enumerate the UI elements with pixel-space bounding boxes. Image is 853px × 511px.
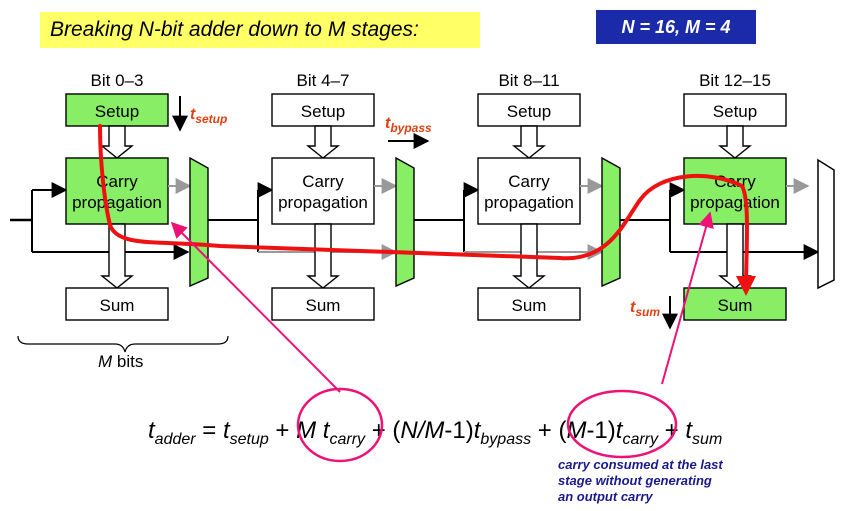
stage-2-bits-label: Bit 8–11 xyxy=(498,71,559,90)
stage-3-setup-label: Setup xyxy=(713,102,757,121)
note-line-3: an output carry xyxy=(558,489,653,504)
stage-0-mux xyxy=(189,156,209,288)
stage-0-setup-label: Setup xyxy=(95,102,139,121)
stage-2-carry-label-2: propagation xyxy=(484,193,574,212)
stage-1-setup-label: Setup xyxy=(301,102,345,121)
adder-equation: tadder = tsetup + M tcarry + (N/M-1)tbyp… xyxy=(148,417,722,448)
stage-2-carry-box xyxy=(477,157,581,225)
stage-2-sum-box xyxy=(477,287,581,321)
stage-1-sum-label: Sum xyxy=(306,296,341,315)
stage-2-setup-arrow xyxy=(512,125,546,159)
m-bits-brace xyxy=(17,335,229,353)
stage-0-carry-box xyxy=(65,157,169,225)
ellipse-m1-tcarry xyxy=(566,389,678,459)
m-bits-label: M bits xyxy=(98,352,143,371)
ellipse-m-tcarry xyxy=(296,387,384,463)
stage-0-setup-arrow xyxy=(100,125,134,159)
critical-path xyxy=(98,124,757,296)
last-stage-note: carry consumed at the last stage without… xyxy=(558,457,778,505)
stage-2-setup-box xyxy=(477,93,581,127)
stage-0-carry-label-1: Carry xyxy=(96,172,138,191)
stage-1-setup-box xyxy=(271,93,375,127)
stage-1-carry-box xyxy=(271,157,375,225)
stage-1-bits-label: Bit 4–7 xyxy=(297,71,350,90)
stage-3-setup-arrow xyxy=(718,125,752,159)
stage-3-carry-box xyxy=(683,157,787,225)
parameter-badge: N = 16, M = 4 xyxy=(596,10,756,44)
slide-title: Breaking N-bit adder down to M stages: xyxy=(40,12,480,48)
note-line-2: stage without generating xyxy=(558,473,712,488)
stage-1-sum-arrow xyxy=(306,223,340,289)
stage-1-mux xyxy=(395,156,415,288)
stage-3-setup-box xyxy=(683,93,787,127)
t-sum-label: tsum xyxy=(630,299,660,319)
stage-0-carry-label-2: propagation xyxy=(72,193,162,212)
pointer-m1-tcarry xyxy=(661,211,714,385)
stage-1-carry-label-1: Carry xyxy=(302,172,344,191)
stage-3-sum-label: Sum xyxy=(718,296,753,315)
stage-0-bits-label: Bit 0–3 xyxy=(91,71,144,90)
stage-0-sum-box xyxy=(65,287,169,321)
stage-2-carry-label-1: Carry xyxy=(508,172,550,191)
stage-1-sum-box xyxy=(271,287,375,321)
stage-3-sum-box xyxy=(683,287,787,321)
note-line-1: carry consumed at the last xyxy=(558,457,723,472)
stage-1-setup-arrow xyxy=(306,125,340,159)
stage-2-sum-label: Sum xyxy=(512,296,547,315)
stage-0-sum-label: Sum xyxy=(100,296,135,315)
final-mux xyxy=(817,158,835,290)
stage-2-mux xyxy=(601,156,621,288)
stage-2-setup-label: Setup xyxy=(507,102,551,121)
stage-3-bits-label: Bit 12–15 xyxy=(699,71,771,90)
t-bypass-label: tbypass xyxy=(385,115,432,135)
pointer-m-tcarry xyxy=(170,221,341,393)
t-setup-label: tsetup xyxy=(190,106,227,126)
stage-1-carry-label-2: propagation xyxy=(278,193,368,212)
stage-3-carry-label-2: propagation xyxy=(690,193,780,212)
